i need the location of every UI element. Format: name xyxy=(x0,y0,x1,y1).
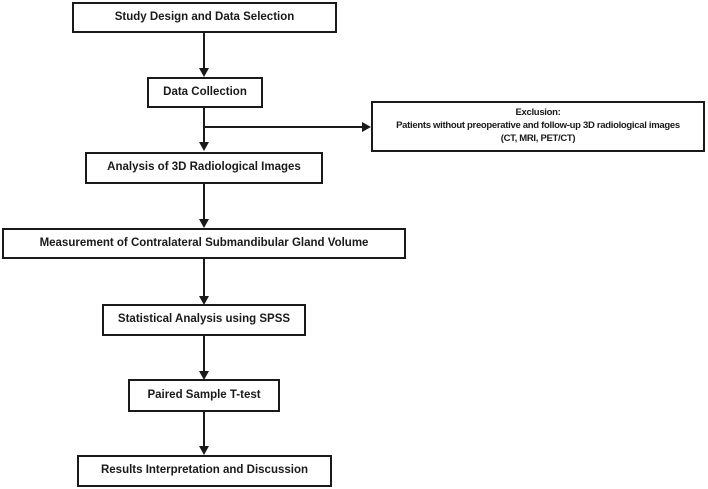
connector-branch-to-exclusion xyxy=(204,126,363,128)
flow-node-paired-ttest: Paired Sample T-test xyxy=(128,379,280,412)
flow-node-results: Results Interpretation and Discussion xyxy=(77,455,332,487)
connector-spss-to-ttest xyxy=(203,336,205,372)
arrowhead-down-icon xyxy=(199,296,209,305)
arrowhead-down-icon xyxy=(199,68,209,77)
connector-study-to-collection xyxy=(203,33,205,69)
arrowhead-down-icon xyxy=(199,446,209,455)
flow-node-study-design: Study Design and Data Selection xyxy=(72,2,337,33)
connector-collection-to-analysis xyxy=(203,108,205,142)
arrowhead-down-icon xyxy=(199,219,209,228)
flow-node-data-collection: Data Collection xyxy=(147,77,263,108)
arrowhead-down-icon xyxy=(199,371,209,380)
node-label: Paired Sample T-test xyxy=(147,388,261,401)
node-label: Analysis of 3D Radiological Images xyxy=(107,161,301,174)
connector-measurement-to-spss xyxy=(203,259,205,297)
flow-node-measurement: Measurement of Contralateral Submandibul… xyxy=(2,228,406,259)
flow-node-analysis: Analysis of 3D Radiological Images xyxy=(85,152,323,184)
node-label: Study Design and Data Selection xyxy=(114,10,295,23)
node-label: Results Interpretation and Discussion xyxy=(100,464,309,477)
exclusion-title: Exclusion: xyxy=(515,107,561,119)
flow-node-exclusion: Exclusion: Patients without preoperative… xyxy=(371,101,705,152)
node-label: Measurement of Contralateral Submandibul… xyxy=(39,236,369,249)
exclusion-modalities-text: (CT, MRI, PET/CT) xyxy=(500,132,576,144)
connector-analysis-to-measurement xyxy=(203,184,205,220)
arrowhead-right-icon xyxy=(362,122,371,132)
node-label: Statistical Analysis using SPSS xyxy=(117,313,291,326)
arrowhead-down-icon xyxy=(199,142,209,151)
exclusion-criteria-text: Patients without preoperative and follow… xyxy=(396,120,680,132)
flow-node-statistical-analysis: Statistical Analysis using SPSS xyxy=(102,304,306,336)
node-label: Data Collection xyxy=(163,85,247,98)
connector-ttest-to-results xyxy=(203,412,205,447)
